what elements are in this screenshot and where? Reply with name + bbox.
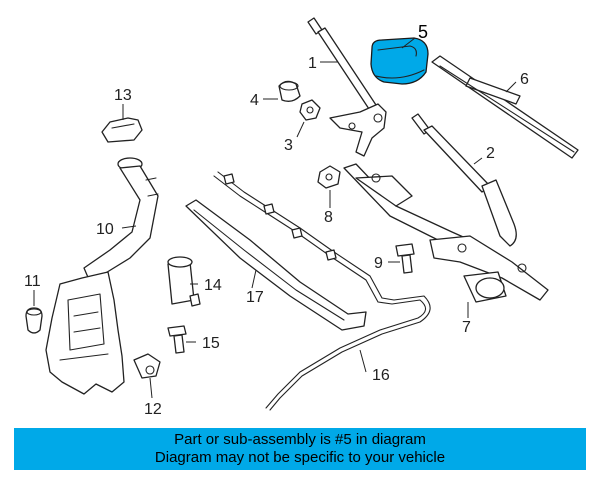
part-9-bolt (395, 243, 415, 274)
banner-line-1: Part or sub-assembly is #5 in diagram (174, 431, 426, 448)
info-banner: Part or sub-assembly is #5 in diagram Di… (14, 428, 586, 470)
part-14-washer-pump (167, 256, 201, 307)
callout-13: 13 (114, 87, 132, 104)
part-16-washer-hose (213, 171, 431, 411)
part-15-bolt (167, 325, 187, 354)
part-8-nut (317, 165, 341, 189)
callout-15: 15 (202, 335, 220, 352)
callout-16: 16 (372, 367, 390, 384)
callout-7: 7 (462, 319, 471, 336)
part-17-seal-strip (185, 199, 367, 331)
part-3-nut (299, 99, 321, 121)
banner-line-2: Diagram may not be specific to your vehi… (154, 449, 446, 466)
part-2-wiper-arm (411, 113, 517, 247)
callout-1: 1 (308, 55, 317, 72)
callout-8: 8 (324, 209, 333, 226)
callout-10: 10 (96, 221, 114, 238)
part-1-wiper-arm (307, 17, 387, 157)
callout-3: 3 (284, 137, 293, 154)
part-5-cover (370, 37, 429, 85)
callout-17: 17 (246, 289, 264, 306)
callout-12: 12 (144, 401, 162, 418)
part-7-linkage-motor (343, 163, 549, 303)
callout-6: 6 (520, 71, 529, 88)
washer-reservoir (45, 271, 125, 395)
part-13-bracket (101, 117, 143, 143)
part-11-cap (25, 307, 43, 334)
callout-4: 4 (250, 92, 259, 109)
callout-5: 5 (418, 22, 428, 42)
leader-lines (33, 37, 517, 399)
part-6-wiper-blade (431, 55, 579, 159)
part-4-grommet (278, 80, 301, 102)
callout-9: 9 (374, 255, 383, 272)
callout-14: 14 (204, 277, 222, 294)
callout-11: 11 (24, 273, 41, 290)
part-10-filler-neck (83, 157, 159, 283)
part-12-clip (133, 353, 161, 379)
callout-2: 2 (486, 145, 495, 162)
